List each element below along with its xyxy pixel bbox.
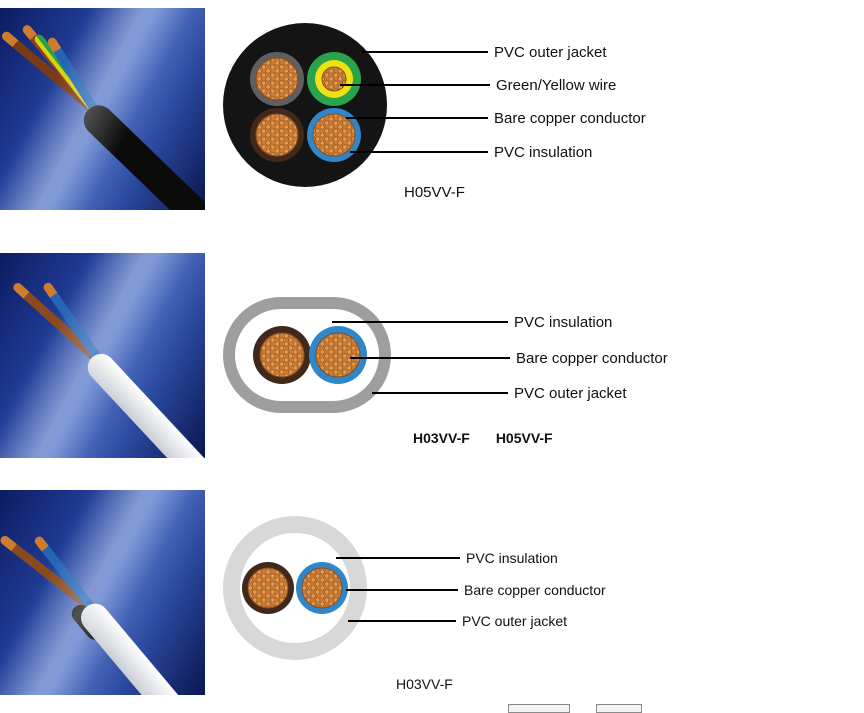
callout-label: Bare copper conductor <box>494 109 646 127</box>
core-brown-copper <box>247 567 289 609</box>
callout-pvc-insulation: PVC insulation <box>350 141 592 163</box>
callout-bare-copper-conductor: Bare copper conductor <box>350 347 668 369</box>
core-blue-copper <box>312 113 356 157</box>
leader-line <box>350 357 510 359</box>
callout-pvc-outer-jacket: PVC outer jacket <box>348 610 567 632</box>
jacket-inner-filler <box>240 533 350 643</box>
core-brown-copper <box>255 113 299 157</box>
caption-h05vvf: H05VV-F <box>495 430 553 446</box>
cable-photo-flat-2core <box>0 253 205 458</box>
photo-sheen <box>0 8 205 210</box>
callout-pvc-insulation: PVC insulation <box>332 311 612 333</box>
caption-flat-types: H03VV-F H05VV-F <box>413 430 553 446</box>
core-blue-copper <box>301 567 343 609</box>
caption-h03vvf: H03VV-F <box>413 430 470 446</box>
callout-bare-copper-conductor: Bare copper conductor <box>346 579 606 601</box>
callout-label: PVC insulation <box>466 550 558 566</box>
callout-green-yellow-wire: Green/Yellow wire <box>340 74 616 96</box>
leader-line <box>372 392 508 394</box>
callout-label: Green/Yellow wire <box>496 76 617 94</box>
photo-sheen <box>0 490 205 695</box>
leader-line <box>332 321 508 323</box>
cable-photo-round-4core <box>0 8 205 210</box>
leader-line <box>362 51 488 53</box>
footer-chip-1[interactable] <box>508 704 570 713</box>
callout-label: Bare copper conductor <box>464 582 606 598</box>
caption-h05vvf-round: H05VV-F <box>404 184 465 201</box>
core-gray-copper <box>255 57 299 101</box>
caption-h03vvf-round: H03VV-F <box>396 676 453 692</box>
callout-label: PVC insulation <box>514 313 613 331</box>
cable-photo-round-2core <box>0 490 205 695</box>
callout-label: PVC outer jacket <box>494 43 607 61</box>
callout-label: PVC outer jacket <box>514 384 627 402</box>
cross-section-h03vvf <box>223 516 367 660</box>
leader-line <box>350 151 488 153</box>
photo-sheen <box>0 253 205 458</box>
leader-line <box>346 589 458 591</box>
leader-line <box>348 620 456 622</box>
leader-line <box>346 117 488 119</box>
callout-pvc-outer-jacket: PVC outer jacket <box>372 382 627 404</box>
callout-label: PVC outer jacket <box>462 613 568 629</box>
callout-bare-copper-conductor: Bare copper conductor <box>346 107 646 129</box>
footer-chip-2[interactable] <box>596 704 642 713</box>
leader-line <box>340 84 490 86</box>
callout-pvc-outer-jacket: PVC outer jacket <box>362 41 607 63</box>
callout-label: PVC insulation <box>494 143 593 161</box>
callout-pvc-insulation: PVC insulation <box>336 547 558 569</box>
cross-section-flat <box>223 297 391 413</box>
core-blue-copper <box>315 332 361 378</box>
leader-line <box>336 557 460 559</box>
core-brown-copper <box>259 332 305 378</box>
callout-label: Bare copper conductor <box>516 349 668 367</box>
